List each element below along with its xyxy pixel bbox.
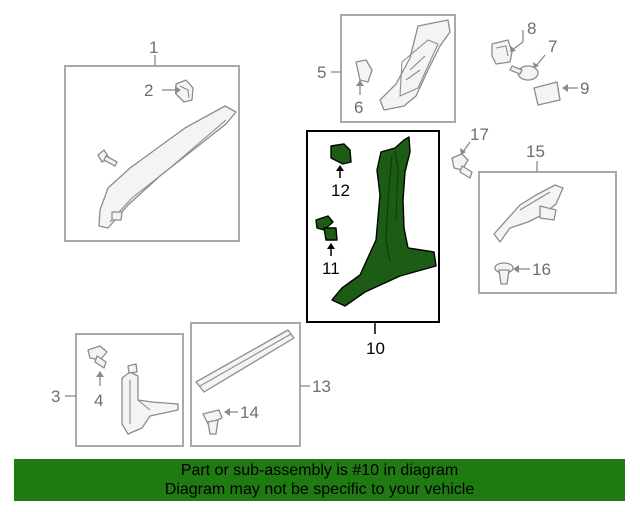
- group-10-box: [306, 130, 440, 323]
- clip-part-8: [491, 39, 513, 65]
- push-pin-part-4: [87, 345, 108, 369]
- clip-part-6: [355, 59, 373, 83]
- part-group-13: 13 14: [190, 322, 331, 447]
- sill-plate-part-13: [195, 329, 295, 393]
- screw-part-11: [315, 215, 338, 241]
- screw-icon: [97, 149, 118, 167]
- callout-13: 13: [312, 377, 331, 396]
- callout-10: 10: [366, 339, 385, 358]
- callout-15: 15: [526, 142, 545, 161]
- part-group-3: 3 4: [51, 333, 184, 447]
- callout-7: 7: [548, 37, 557, 56]
- pad-part-9: [533, 81, 561, 106]
- callout-5: 5: [317, 63, 326, 82]
- callout-12: 12: [331, 181, 350, 200]
- callout-6: 6: [354, 98, 363, 117]
- callout-14: 14: [240, 403, 259, 422]
- screw-part-17: [451, 153, 473, 179]
- callout-8: 8: [527, 19, 536, 38]
- callout-3: 3: [51, 387, 60, 406]
- callout-9: 9: [580, 79, 589, 98]
- loose-parts-7-8-9: 8 7 9: [491, 19, 589, 106]
- banner-line-1: Part or sub-assembly is #10 in diagram: [180, 462, 459, 479]
- callout-2: 2: [144, 81, 153, 100]
- loose-part-17: 17: [451, 125, 489, 179]
- callout-17: 17: [470, 125, 489, 144]
- banner-line-2: Diagram may not be specific to your vehi…: [164, 481, 475, 498]
- lower-trim-part-3: [121, 371, 179, 435]
- part-group-10: 10 12 11: [306, 130, 440, 358]
- quarter-trim-part-15: [493, 184, 564, 243]
- clip-part-12: [330, 143, 352, 165]
- push-pin-part-16: [494, 262, 514, 285]
- callout-16: 16: [532, 260, 551, 279]
- b-pillar-lower-trim[interactable]: [331, 136, 437, 307]
- info-banner: Part or sub-assembly is #10 in diagram D…: [14, 459, 625, 501]
- part-group-1: 1 2: [64, 38, 240, 242]
- part-group-5: 5 6: [317, 14, 456, 123]
- callout-4: 4: [94, 391, 103, 410]
- clip-part-14: [202, 409, 223, 435]
- push-pin-part-7: [509, 65, 539, 81]
- callout-11: 11: [322, 259, 340, 278]
- callout-1: 1: [149, 38, 158, 57]
- part-group-15: 15 16: [478, 142, 617, 294]
